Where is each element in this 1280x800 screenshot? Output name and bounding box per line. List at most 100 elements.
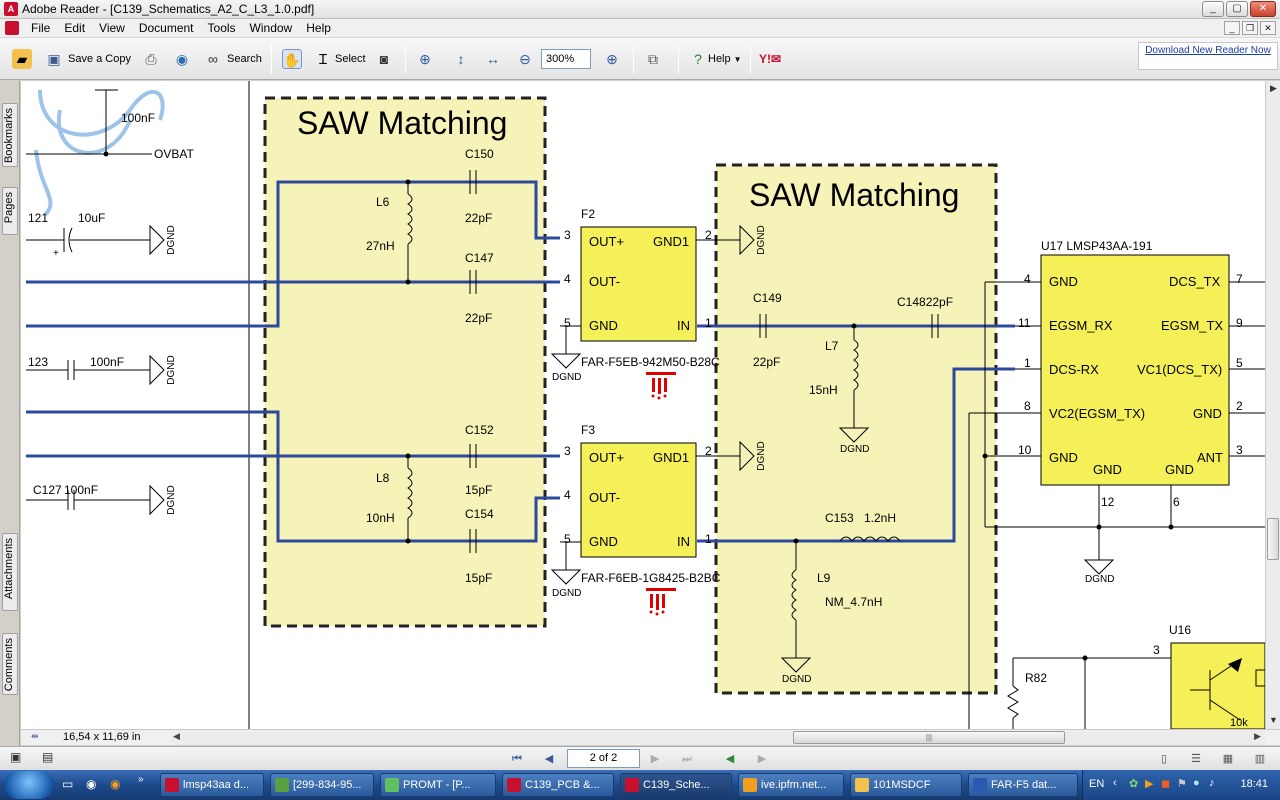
split-pane-icon[interactable]: ⇹	[31, 731, 39, 741]
open-button[interactable]: ▰	[12, 47, 32, 71]
f2-pin1: 1	[705, 316, 712, 330]
search-label: Search	[227, 53, 262, 65]
single-page-layout-icon[interactable]: ▯	[1160, 753, 1168, 765]
horizontal-scroll-thumb[interactable]: |||	[793, 731, 1065, 744]
u17-gnd-bottom2: GND	[1165, 462, 1194, 477]
doc-close-button[interactable]: ✕	[1260, 21, 1276, 35]
tab-pages[interactable]: Pages	[2, 187, 18, 235]
thumbnail-icon[interactable]: ▤	[42, 750, 54, 764]
forward-view-button[interactable]: ▶	[757, 753, 767, 765]
document-icon[interactable]	[5, 21, 19, 35]
start-button[interactable]	[4, 771, 54, 799]
vertical-scroll-thumb[interactable]	[1267, 518, 1279, 560]
volume-icon[interactable]: ♪	[1209, 777, 1215, 789]
zoom-in-button[interactable]: ⊕	[602, 47, 622, 71]
clock[interactable]: 18:41	[1240, 778, 1268, 790]
vertical-scrollbar[interactable]: ▶ ▼	[1265, 81, 1280, 729]
show-desktop-icon[interactable]: ▭	[62, 777, 74, 791]
fit-width-icon: ↔	[486, 51, 500, 67]
download-reader-link[interactable]: Download New Reader Now	[1138, 42, 1278, 70]
task-101msdcf[interactable]: 101MSDCF	[850, 773, 962, 797]
media-icon[interactable]: ▶	[1145, 778, 1154, 790]
facing-layout-icon[interactable]: ▦	[1222, 753, 1234, 765]
snapshot-button[interactable]: ◙	[374, 47, 394, 71]
zoom-input[interactable]	[541, 49, 591, 69]
email-button[interactable]: ◉	[172, 47, 192, 71]
hand-tool-button[interactable]: ✋	[282, 47, 302, 71]
menu-document[interactable]: Document	[138, 21, 194, 35]
last-page-button[interactable]: ⏭	[682, 753, 692, 765]
tab-comments[interactable]: Comments	[2, 633, 18, 695]
fit-page-button[interactable]: ↕	[451, 47, 471, 71]
language-indicator[interactable]: EN	[1089, 778, 1105, 790]
first-page-button[interactable]: ⏮	[512, 753, 522, 765]
tab-attachments[interactable]: Attachments	[2, 533, 18, 611]
ref-u16: U16	[1169, 623, 1191, 637]
doc-minimize-button[interactable]: _	[1224, 21, 1240, 35]
camera-icon: ◙	[379, 51, 389, 67]
continuous-facing-layout-icon[interactable]: ▥	[1254, 753, 1266, 765]
ref-f2: F2	[581, 207, 595, 221]
rotate-button[interactable]: ⧉	[643, 47, 663, 71]
previous-page-button[interactable]: ◀	[544, 753, 554, 765]
task-ipfm[interactable]: ive.ipfm.net...	[738, 773, 844, 797]
doc-restore-button[interactable]: ❐	[1242, 21, 1258, 35]
minimize-button[interactable]: _	[1202, 1, 1224, 17]
zoom-out-button[interactable]: ⊖	[515, 47, 535, 71]
windows-taskbar: ▭ ◉ ◉ » lmsp43aa d... [299-834-95... PRO…	[0, 770, 1280, 800]
task-promt[interactable]: PROMT - [P...	[380, 773, 496, 797]
zoom-tool-button[interactable]: ⊕	[415, 47, 435, 71]
menu-edit[interactable]: Edit	[64, 21, 86, 35]
scroll-down-arrow-icon[interactable]: ▼	[1269, 715, 1278, 725]
quicklaunch-more-icon[interactable]: »	[138, 774, 144, 785]
tray-app-icon[interactable]: ✿	[1129, 778, 1139, 790]
task-lmsp43aa[interactable]: lmsp43aa d...	[160, 773, 264, 797]
scroll-right-arrow-icon[interactable]: ▶	[1254, 731, 1261, 741]
u17-gnd: GND	[1049, 274, 1078, 289]
menu-help[interactable]: Help	[306, 21, 331, 35]
page-number-field[interactable]: 2 of 2	[567, 749, 640, 768]
u17-pin5: 5	[1236, 356, 1243, 370]
horizontal-scrollbar[interactable]: ◀ ||| ▶	[171, 731, 1265, 745]
network-icon[interactable]: ●	[1193, 777, 1200, 789]
yahoo-toolbar-button[interactable]: Y!✉	[759, 47, 781, 71]
task-299[interactable]: [299-834-95...	[270, 773, 374, 797]
value-c147: 22pF	[465, 311, 492, 325]
back-view-button[interactable]: ◀	[725, 753, 735, 765]
fit-width-button[interactable]: ↔	[483, 47, 503, 71]
u17-vc2: VC2(EGSM_TX)	[1049, 406, 1145, 421]
tray-expand-icon[interactable]: ‹	[1113, 777, 1117, 789]
dgnd-label: DGND	[552, 372, 581, 383]
panel-toggle-icon[interactable]: ▣	[10, 750, 22, 764]
tab-attachments-label: Attachments	[3, 538, 15, 600]
menu-window[interactable]: Window	[249, 21, 293, 35]
flag-icon[interactable]: ⚑	[1177, 778, 1187, 790]
task-far-f5[interactable]: FAR-F5 dat...	[968, 773, 1078, 797]
save-copy-button[interactable]: ▣Save a Copy	[44, 47, 131, 71]
scroll-left-arrow-icon[interactable]: ◀	[173, 731, 180, 741]
tray-app-icon[interactable]: ◼	[1161, 778, 1171, 790]
close-button[interactable]: ✕	[1250, 1, 1276, 17]
print-button[interactable]: ⎙	[141, 47, 161, 71]
menu-file[interactable]: File	[31, 21, 51, 35]
scroll-right-arrow-icon[interactable]: ▶	[1270, 83, 1277, 93]
browser-icon[interactable]: ◉	[110, 777, 121, 791]
explorer-icon[interactable]: ◉	[86, 777, 97, 791]
help-button[interactable]: ?Help▼	[688, 47, 741, 71]
document-view[interactable]: 100nF OVBAT 121 10uF + DGND 123 100nF DG…	[21, 81, 1265, 729]
menu-view[interactable]: View	[99, 21, 125, 35]
next-page-button[interactable]: ▶	[650, 753, 660, 765]
menu-tools[interactable]: Tools	[207, 21, 236, 35]
task-c139-pcb[interactable]: C139_PCB &...	[502, 773, 614, 797]
value-l9: NM_4.7nH	[825, 595, 882, 609]
maximize-button[interactable]: ▢	[1226, 1, 1248, 17]
u17-dcs-tx: DCS_TX	[1169, 274, 1221, 289]
ref-r82: R82	[1025, 671, 1047, 685]
task-c139-sche[interactable]: C139_Sche...	[620, 773, 732, 797]
zoom-in-icon: ⊕	[606, 51, 618, 67]
tab-bookmarks-label: Bookmarks	[3, 108, 15, 164]
continuous-layout-icon[interactable]: ☰	[1191, 753, 1201, 765]
tab-bookmarks[interactable]: Bookmarks	[2, 103, 18, 167]
search-button[interactable]: ∞Search	[203, 47, 262, 71]
